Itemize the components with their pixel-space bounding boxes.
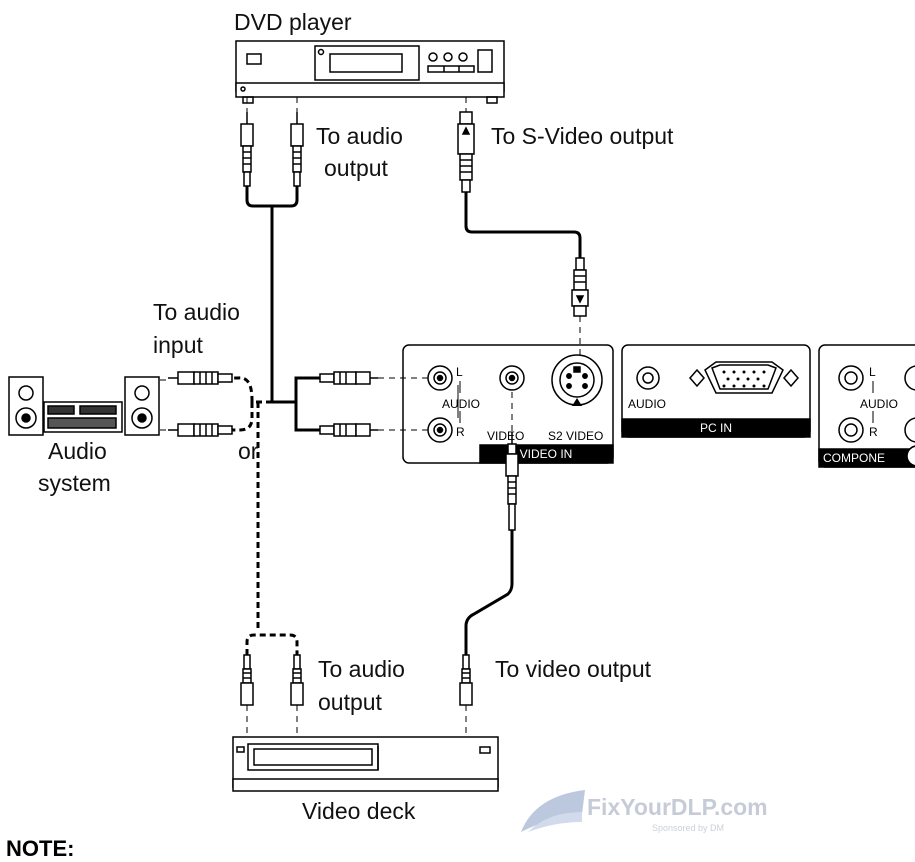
- svideo-plug-top: [457, 111, 475, 193]
- cables: [245, 186, 582, 655]
- video-in-video-plug: [505, 432, 519, 531]
- deck-audio-plug-left: [240, 654, 254, 706]
- guide-lines: [160, 97, 581, 737]
- deck-audio-output-line2: output: [318, 689, 382, 715]
- note-heading: NOTE:: [6, 836, 75, 861]
- video-output-label: To video output: [495, 656, 652, 682]
- audio-system-plug-top: [168, 371, 233, 385]
- pc-in-title: PC IN: [700, 421, 732, 435]
- dvd-player-label: DVD player: [234, 9, 352, 35]
- audio-input-line2: input: [153, 332, 203, 358]
- component-l-label: L: [869, 365, 876, 379]
- video-deck-label: Video deck: [302, 798, 416, 824]
- component-audio-label: AUDIO: [860, 397, 898, 411]
- video-in-s2video-label: S2 VIDEO: [548, 429, 603, 443]
- component-title: COMPONE: [823, 451, 885, 465]
- pc-in-panel: [621, 344, 811, 438]
- audio-system: [8, 376, 160, 436]
- svideo-output-label: To S-Video output: [491, 123, 674, 149]
- video-in-audio-plug-l: [319, 371, 378, 385]
- dvd-audio-output-line2: output: [324, 155, 388, 181]
- watermark-sponsor: Sponsored by DM: [652, 823, 724, 833]
- audio-input-line1: To audio: [153, 299, 240, 325]
- dashed-cables: [232, 376, 299, 655]
- audio-system-line2: system: [38, 470, 111, 496]
- video-in-audio-label: AUDIO: [442, 397, 480, 411]
- deck-audio-output-line1: To audio: [318, 656, 405, 682]
- dvd-audio-plug-right: [290, 112, 304, 187]
- svideo-plug-bottom: [571, 257, 589, 317]
- pc-in-audio-label: AUDIO: [628, 397, 666, 411]
- component-r-label: R: [869, 425, 878, 439]
- audio-system-line1: Audio: [48, 438, 107, 464]
- component-panel: [818, 344, 915, 468]
- video-in-audio-plug-r: [319, 423, 378, 437]
- dvd-player: [235, 40, 505, 104]
- video-in-l-label: L: [456, 365, 463, 379]
- deck-video-plug: [459, 654, 473, 706]
- or-label: or: [238, 438, 259, 464]
- watermark-logo: FixYourDLP.com Sponsored by DM: [521, 790, 768, 833]
- deck-audio-plug-right: [290, 654, 304, 706]
- watermark-text: FixYourDLP.com: [587, 794, 768, 820]
- dvd-audio-plug-left: [240, 112, 254, 187]
- video-deck: [232, 736, 499, 792]
- video-in-title: VIDEO IN: [520, 447, 573, 461]
- video-in-r-label: R: [456, 425, 465, 439]
- audio-system-plug-bottom: [168, 423, 233, 437]
- video-in-video-label: VIDEO: [487, 429, 524, 443]
- dvd-audio-output-line1: To audio: [316, 123, 403, 149]
